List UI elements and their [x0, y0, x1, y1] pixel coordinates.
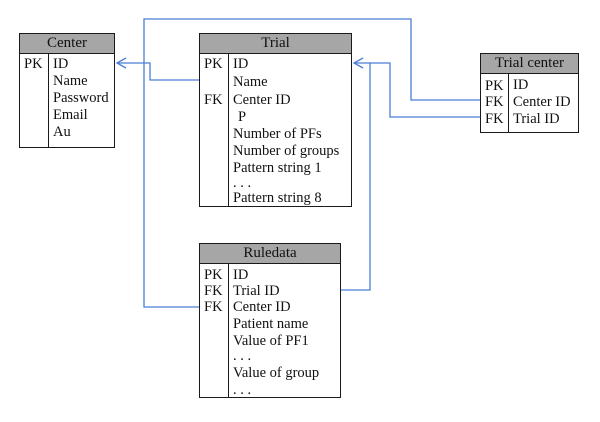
connector-ruledata-trial — [341, 63, 371, 291]
attribute-pattern-string-1: Pattern string 1 — [233, 160, 322, 176]
attribute-au: Au — [53, 124, 71, 140]
entity-trial-body: PK FK ID Name Center ID P Number of PFs … — [200, 54, 351, 207]
attribute-p: P — [238, 109, 247, 125]
attribute-id: ID — [513, 77, 529, 93]
attribute-value-of-group: Value of group — [233, 365, 320, 381]
entity-center-body: PK ID Name Password Email Au — [20, 54, 114, 148]
entity-center-title: Center — [20, 34, 114, 54]
entity-trial-attribute-column: ID Name Center ID P Number of PFs Number… — [229, 54, 351, 207]
attribute-patient-name: Patient name — [233, 316, 309, 332]
attribute-center-id: Center ID — [233, 299, 291, 315]
attribute-trial-id: Trial ID — [233, 283, 280, 299]
attribute-id: ID — [233, 267, 249, 283]
attribute-email: Email — [53, 107, 88, 123]
entity-center: Center PK ID Name Password Email Au — [19, 33, 115, 148]
attribute-ellipsis: . . . — [233, 382, 252, 398]
key-label-fk: FK — [204, 299, 223, 315]
attribute-id: ID — [53, 56, 69, 72]
entity-trial-center: Trial center PK FK FK ID Center ID Trial… — [480, 53, 579, 133]
entity-trial-center-key-column: PK FK FK — [481, 74, 509, 133]
entity-center-key-column: PK — [20, 54, 49, 148]
entity-trial-center-body: PK FK FK ID Center ID Trial ID — [481, 74, 578, 133]
attribute-id: ID — [233, 56, 249, 72]
connector-trial-center — [117, 62, 199, 81]
key-label-pk: PK — [485, 78, 504, 94]
entity-trial-title: Trial — [200, 34, 351, 54]
attribute-ellipsis: . . . — [233, 348, 252, 364]
connector-trialcenter-trial — [354, 62, 480, 118]
attribute-number-of-pfs: Number of PFs — [233, 126, 322, 142]
entity-ruledata-key-column: PK FK FK — [200, 264, 229, 398]
entity-trial: Trial PK FK ID Name Center ID P Number o… — [199, 33, 352, 207]
arrowhead-center — [115, 57, 127, 69]
key-label-pk: PK — [204, 267, 223, 283]
entity-trial-center-attribute-column: ID Center ID Trial ID — [509, 74, 578, 133]
attribute-ellipsis: . . . — [233, 175, 252, 191]
entity-ruledata-attribute-column: ID Trial ID Center ID Patient name Value… — [229, 264, 340, 398]
arrowhead-trial — [352, 57, 364, 69]
key-label-fk: FK — [485, 111, 504, 127]
entity-ruledata: Ruledata PK FK FK ID Trial ID Center ID … — [199, 243, 341, 398]
entity-trial-key-column: PK FK — [200, 54, 229, 207]
attribute-number-of-groups: Number of groups — [233, 143, 340, 159]
attribute-trial-id: Trial ID — [513, 111, 560, 127]
attribute-pattern-string-8: Pattern string 8 — [233, 190, 322, 206]
connector-trialcenter-center — [143, 18, 480, 308]
key-label-fk: FK — [204, 283, 223, 299]
attribute-password: Password — [53, 90, 109, 106]
entity-ruledata-body: PK FK FK ID Trial ID Center ID Patient n… — [200, 264, 340, 398]
entity-center-attribute-column: ID Name Password Email Au — [49, 54, 114, 148]
attribute-center-id: Center ID — [233, 92, 291, 108]
key-label-fk: FK — [485, 94, 504, 110]
attribute-name: Name — [53, 73, 88, 89]
attribute-center-id: Center ID — [513, 94, 571, 110]
key-label-pk: PK — [204, 56, 223, 72]
entity-ruledata-title: Ruledata — [200, 244, 340, 264]
entity-trial-center-title: Trial center — [481, 54, 578, 74]
key-label-fk: FK — [204, 92, 223, 108]
key-label-pk: PK — [24, 56, 43, 72]
attribute-value-of-pf1: Value of PF1 — [233, 333, 309, 349]
attribute-name: Name — [233, 74, 268, 90]
